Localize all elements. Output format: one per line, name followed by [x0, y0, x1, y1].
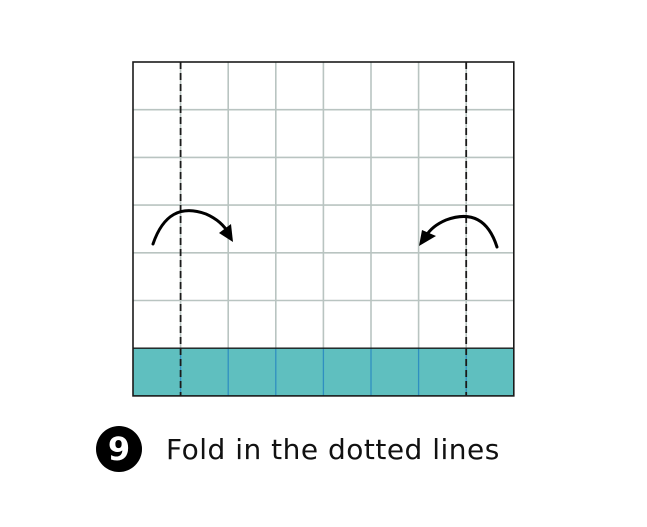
right-fold-arrowhead	[419, 230, 436, 246]
fold-lines	[179, 62, 468, 396]
paper-border	[132, 61, 515, 397]
paper-grid	[133, 62, 514, 396]
left-fold-arrowhead	[219, 224, 233, 242]
step-instruction: Fold in the dotted lines	[166, 432, 500, 466]
fold-arrows	[151, 209, 499, 249]
step-caption: 9 Fold in the dotted lines	[96, 424, 500, 474]
left-fold-arrow	[151, 209, 231, 246]
step-number-badge: 9	[96, 426, 142, 472]
right-fold-arrow	[424, 214, 499, 249]
